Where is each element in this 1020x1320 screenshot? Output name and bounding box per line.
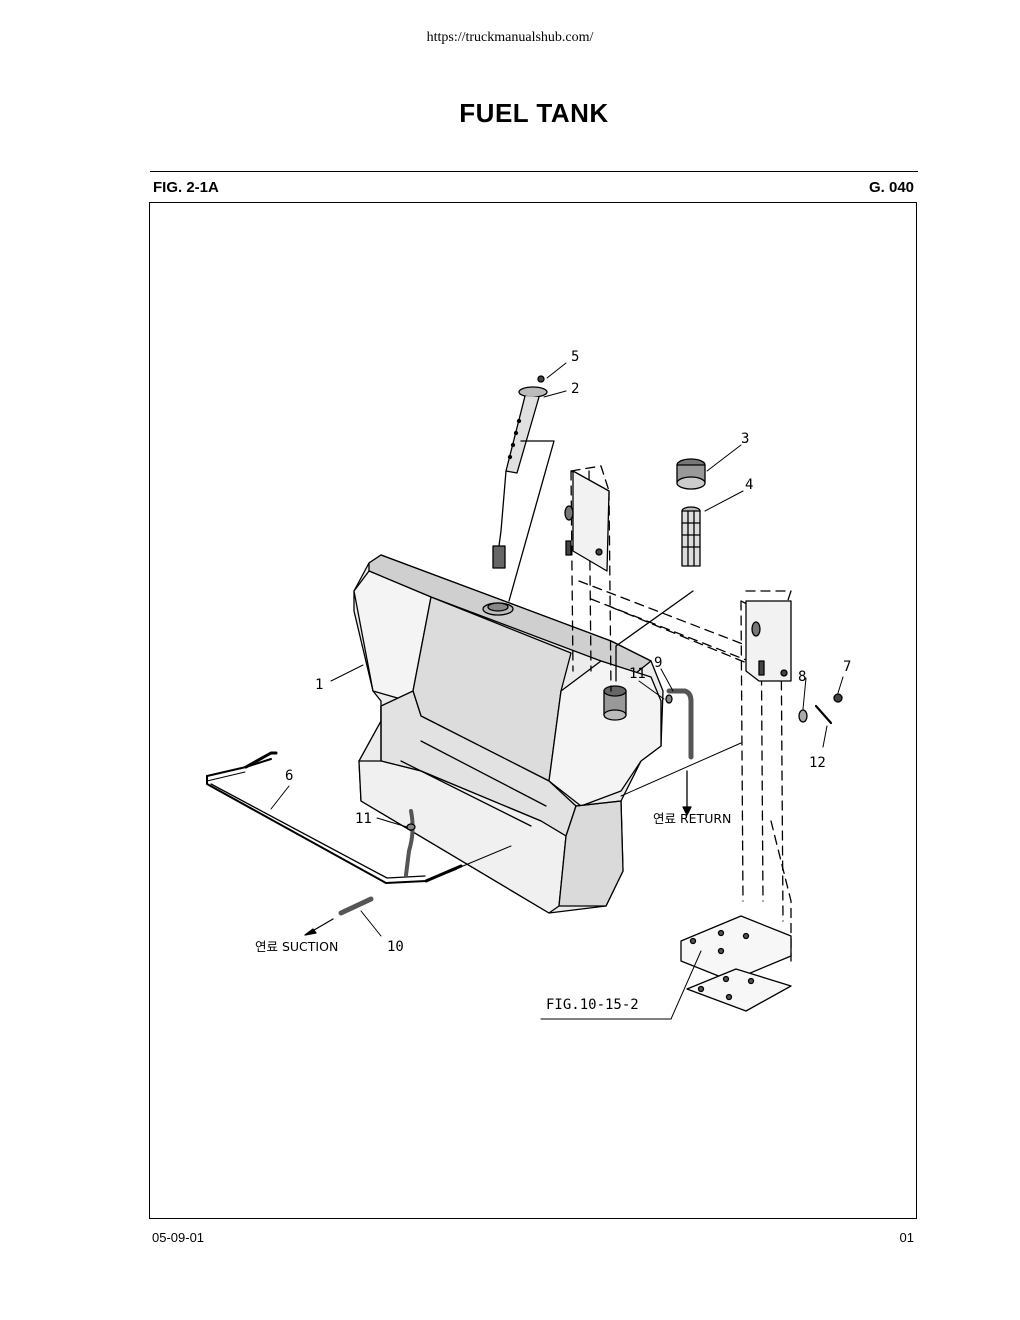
callout-9: 9	[654, 655, 662, 671]
footer-page-number: 01	[899, 1230, 914, 1245]
callout-5: 5	[571, 349, 579, 365]
reference-figure-note: FIG.10-15-2	[546, 997, 639, 1013]
suction-note: 연료 SUCTION	[255, 939, 338, 954]
callout-4: 4	[745, 477, 753, 493]
figure-frame: 5 2 3 4 1 6 11 11 9 7 8 12 10 연료 RETURN …	[149, 202, 917, 1219]
fuel-tank-drawing	[353, 554, 664, 914]
callout-12: 12	[809, 755, 826, 771]
callout-1: 1	[315, 677, 323, 693]
callout-3: 3	[741, 431, 749, 447]
callout-10: 10	[387, 939, 404, 955]
callout-8: 8	[798, 669, 806, 685]
fuel-tank-exploded-diagram: 5 2 3 4 1 6 11 11 9 7 8 12 10 연료 RETURN …	[206, 349, 851, 1020]
callout-6: 6	[285, 768, 293, 784]
callout-11-lower: 11	[355, 811, 372, 827]
group-code: G. 040	[868, 179, 914, 196]
return-note: 연료 RETURN	[653, 811, 731, 826]
footer-date: 05-09-01	[152, 1230, 205, 1245]
page-title: FUEL TANK	[459, 98, 609, 128]
figure-number: FIG. 2-1A	[153, 179, 219, 196]
return-pipe-drawing	[665, 688, 843, 816]
sender-unit-drawing	[492, 375, 555, 602]
callout-2: 2	[571, 381, 579, 397]
leader-lines	[270, 362, 844, 1020]
header-rule	[150, 171, 918, 172]
frame-bracket-solid	[564, 470, 792, 1012]
filler-cap-drawing	[615, 458, 706, 682]
source-url[interactable]: https://truckmanualshub.com/	[426, 30, 594, 45]
callout-7: 7	[843, 659, 851, 675]
callout-11-upper: 11	[629, 666, 646, 682]
tank-strap-drawing	[206, 751, 463, 936]
